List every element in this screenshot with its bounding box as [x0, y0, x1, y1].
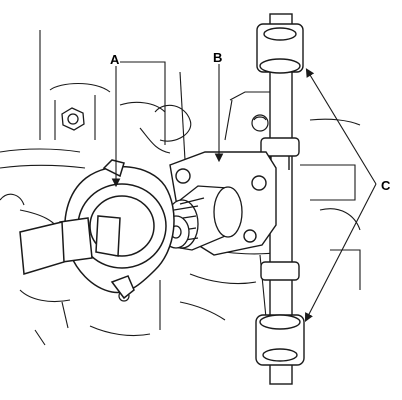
callout-leaders [111, 64, 377, 322]
splined-shaft [162, 185, 243, 251]
callout-label-b: B [213, 50, 222, 65]
leader-c-bottom [304, 183, 377, 322]
shift-rod-c [255, 13, 305, 385]
cylinder-housing-a [19, 159, 175, 300]
callout-label-a: A [110, 52, 120, 67]
callout-label-c: C [381, 178, 391, 193]
bolt-head-left [61, 107, 85, 131]
leader-c-top [305, 68, 377, 185]
